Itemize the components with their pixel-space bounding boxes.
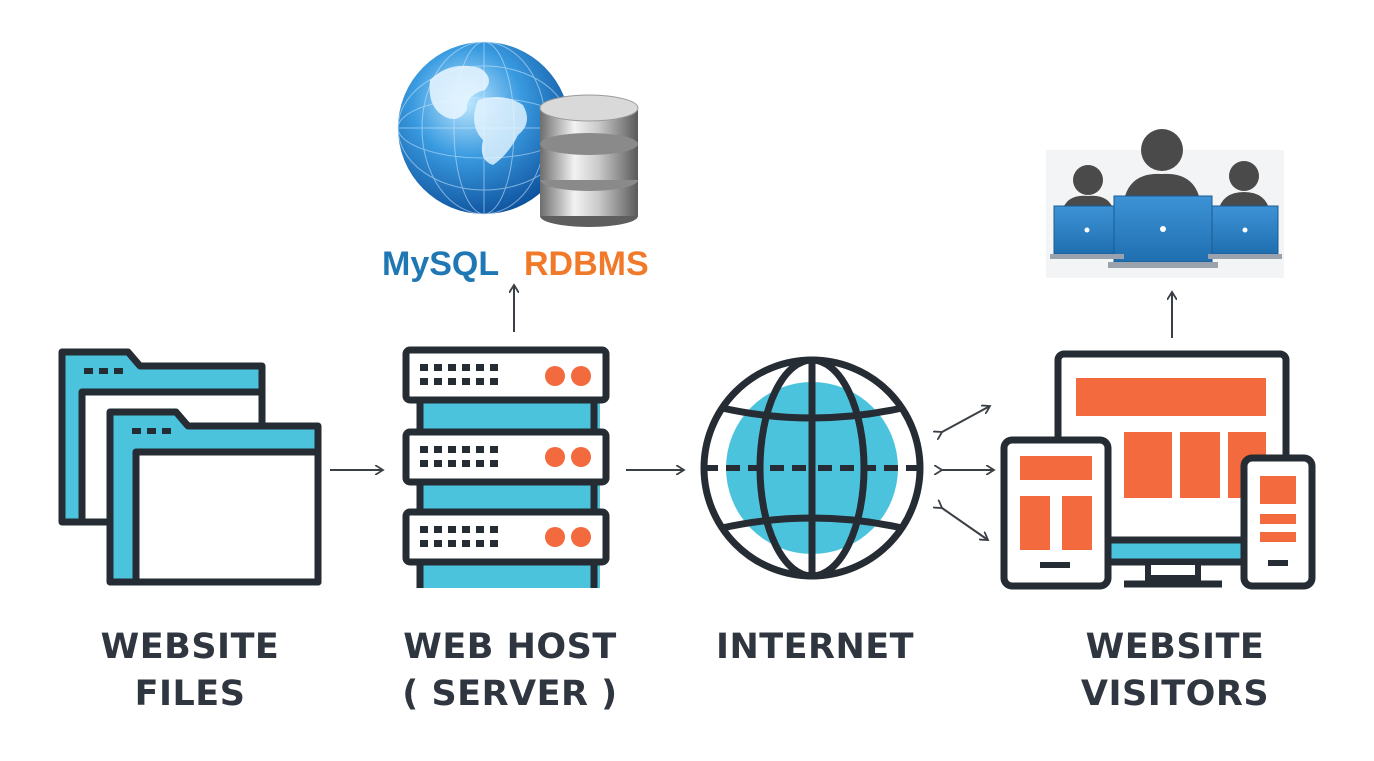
label-website-files-line1: WEBSITE (100, 627, 280, 667)
devices-icon (1000, 350, 1316, 590)
label-web-host-line1: WEB HOST (403, 627, 617, 667)
database-cylinder-icon (539, 94, 639, 227)
arrows-internet-visitors (942, 406, 994, 540)
db-name-rdbms: RDBMS (524, 245, 649, 283)
server-rack-icon (402, 346, 610, 588)
users-laptops-icon (1046, 129, 1284, 278)
globe-outline-icon (700, 356, 924, 580)
db-name-mysql: MySQL (382, 245, 500, 283)
globe-icon (397, 41, 571, 215)
label-web-host-line2: ( SERVER ) (402, 674, 618, 714)
folders-icon (58, 348, 322, 586)
label-internet-line1: INTERNET (715, 627, 915, 667)
label-website-visitors-line1: WEBSITE (1085, 627, 1265, 667)
label-website-visitors-line2: VISITORS (1080, 674, 1270, 714)
label-website-files-line2: FILES (134, 674, 246, 714)
